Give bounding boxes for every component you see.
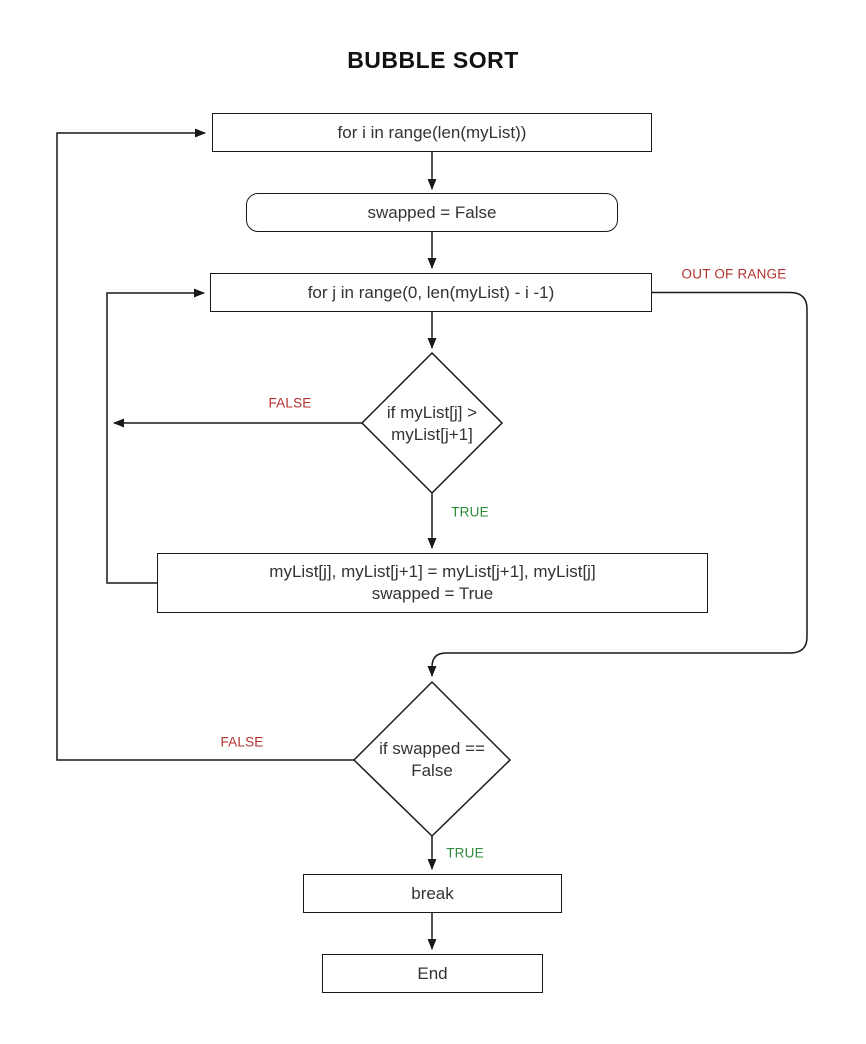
node-break-label: break	[411, 883, 454, 903]
edge-out-of-range-to-check	[427, 291, 808, 677]
node-swap: myList[j], myList[j+1] = myList[j+1], my…	[157, 553, 708, 613]
node-swapped-false-label: swapped = False	[367, 202, 497, 222]
edge-check-false-to-for-i	[56, 128, 354, 761]
label-check-true: TRUE	[446, 845, 484, 861]
label-compare-false: FALSE	[268, 395, 312, 411]
compare-diamond-shape	[360, 351, 504, 495]
node-for-i: for i in range(len(myList))	[212, 113, 652, 152]
node-check-swapped-line2: False	[411, 761, 453, 780]
check-swapped-diamond-shape	[352, 680, 512, 838]
node-swap-line2: swapped = True	[371, 584, 494, 603]
node-check-swapped-text: if swapped == False	[352, 738, 512, 782]
node-compare-line2: myList[j+1]	[391, 425, 473, 444]
node-end: End	[322, 954, 543, 993]
node-check-swapped-line1: if swapped ==	[379, 739, 485, 758]
label-out-of-range: OUT OF RANGE	[681, 266, 787, 282]
node-for-i-label: for i in range(len(myList))	[337, 122, 527, 142]
node-swap-line1: myList[j], myList[j+1] = myList[j+1], my…	[269, 562, 596, 581]
edge-swap-loop-to-for-j	[106, 288, 205, 584]
node-compare-text: if myList[j] > myList[j+1]	[352, 402, 512, 446]
node-swapped-false: swapped = False	[246, 193, 618, 232]
node-for-j: for j in range(0, len(myList) - i -1)	[210, 273, 652, 312]
label-compare-true: TRUE	[451, 504, 489, 520]
node-compare-line1: if myList[j] >	[386, 403, 478, 422]
node-end-label: End	[417, 963, 448, 983]
node-break: break	[303, 874, 562, 913]
label-check-false: FALSE	[220, 734, 264, 750]
node-for-j-label: for j in range(0, len(myList) - i -1)	[307, 282, 555, 302]
flowchart-title: BUBBLE SORT	[347, 47, 519, 73]
